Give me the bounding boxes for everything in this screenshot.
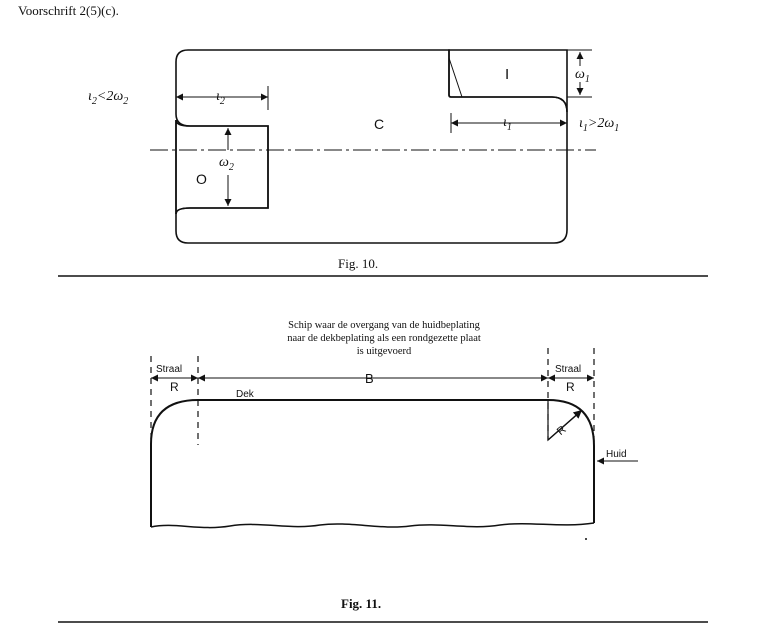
fig11-r-right: R — [566, 380, 575, 394]
fig11-caption: Fig. 11. — [341, 596, 381, 611]
fig11: Schip waar de overgang van de huidbeplat… — [150, 320, 638, 611]
header-text: Voorschrift 2(5)(c). — [18, 3, 119, 18]
fig11-straal-right: Straal — [555, 364, 581, 375]
fig10-l1-condition: ι1>2ω1 — [579, 116, 619, 134]
fig10-l2-label: ι2 — [216, 89, 225, 107]
fig10-label-c: C — [374, 116, 384, 132]
fig11-break-line — [150, 522, 595, 529]
fig11-huid: Huid — [606, 449, 627, 460]
fig11-dek: Dek — [236, 389, 255, 400]
fig11-desc-line-1: Schip waar de overgang van de huidbeplat… — [288, 320, 480, 331]
fig10: C I O ι2 ι2<2ω2 ω2 ω1 ι1 ι1>2ω1 Fig. 10. — [88, 49, 619, 271]
fig11-b: B — [365, 371, 374, 386]
fig11-desc-line-3: is uitgevoerd — [357, 346, 412, 357]
fig11-straal-left: Straal — [156, 364, 182, 375]
fig10-caption: Fig. 10. — [338, 256, 378, 271]
fig11-hull-outline — [150, 399, 595, 527]
fig11-desc-line-2: naar de dekbeplating als een rondgezette… — [287, 333, 481, 344]
fig10-label-i: I — [505, 66, 509, 83]
fig10-l2-condition: ι2<2ω2 — [88, 89, 128, 107]
fig10-l1-label: ι1 — [503, 115, 512, 133]
fig10-label-o: O — [196, 171, 207, 187]
fig10-w2-label: ω2 — [219, 155, 234, 173]
fig11-r-left: R — [170, 380, 179, 394]
fig10-w1-label: ω1 — [575, 67, 590, 85]
fig11-r-diag: R — [555, 424, 569, 438]
